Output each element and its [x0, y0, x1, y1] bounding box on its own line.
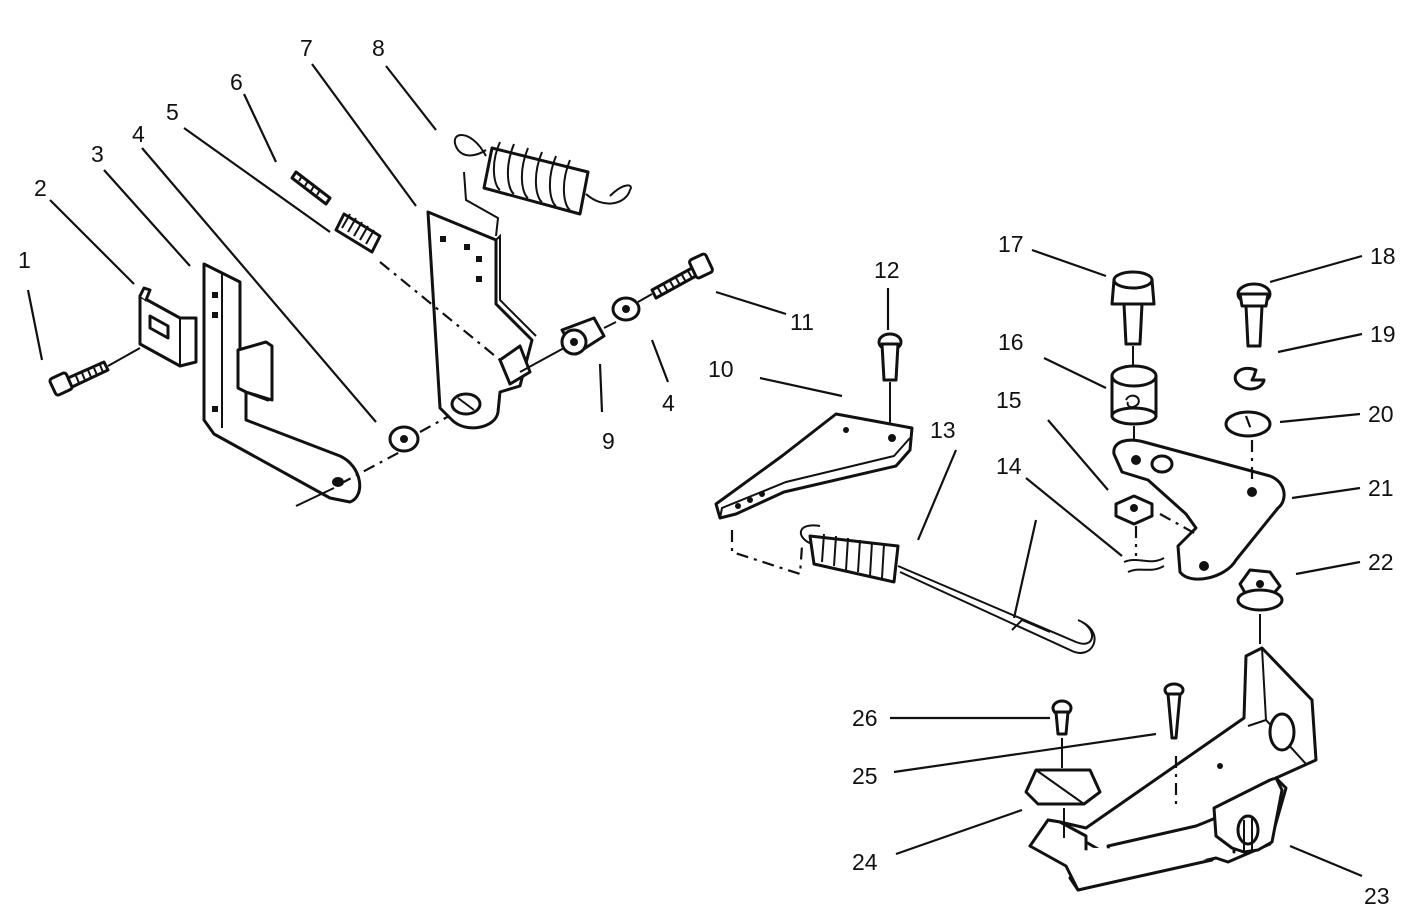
callout-3: 3	[91, 141, 104, 167]
part-6-bolt	[290, 170, 332, 206]
part-5-spring-small	[334, 212, 382, 254]
callout-17: 17	[998, 231, 1024, 257]
part-4-washer-right	[611, 296, 641, 322]
callout-24: 24	[852, 849, 878, 875]
callout-16: 16	[998, 329, 1024, 355]
part-15-nut	[1114, 494, 1154, 526]
part-25-screw	[1163, 682, 1185, 740]
part-12-pin	[877, 332, 903, 382]
part-22-nut	[1236, 568, 1284, 612]
part-17-bolt	[1110, 270, 1156, 346]
part-11-bolt	[650, 252, 714, 300]
callout-22: 22	[1368, 549, 1394, 575]
callout-18: 18	[1370, 243, 1396, 269]
part-16-spacer	[1110, 364, 1158, 426]
part-2-clip	[138, 286, 198, 368]
callout-23: 23	[1364, 883, 1390, 909]
callout-12: 12	[874, 257, 900, 283]
part-7-lever	[426, 210, 537, 430]
callout-labels: 1 2 3 4 5 6 7 8 9 4 11 10 12 13 14 15 16…	[18, 35, 1396, 909]
part-3-bracket	[202, 262, 362, 504]
callout-19: 19	[1370, 321, 1396, 347]
part-10-plate	[714, 412, 914, 520]
callout-11: 11	[790, 309, 814, 335]
callout-20: 20	[1368, 401, 1394, 427]
part-4-washer-left	[388, 425, 420, 453]
callout-9: 9	[602, 428, 615, 454]
part-26-pin	[1051, 699, 1073, 736]
callout-26: 26	[852, 705, 878, 731]
callout-2: 2	[34, 175, 47, 201]
part-18-bolt	[1236, 282, 1272, 348]
part-21-bracket	[1112, 438, 1286, 581]
part-23-base-bracket	[1028, 646, 1318, 892]
callout-10: 10	[708, 356, 734, 382]
callout-25: 25	[852, 763, 878, 789]
part-19-e-clip	[1233, 367, 1266, 391]
part-13-spring-rod	[800, 524, 1096, 654]
part-14-clip	[1123, 557, 1165, 573]
callout-7: 7	[300, 35, 313, 61]
callout-6: 6	[230, 69, 243, 95]
callout-5: 5	[166, 99, 179, 125]
part-1-screw	[48, 360, 110, 397]
callout-14: 14	[996, 453, 1022, 479]
callout-8: 8	[372, 35, 385, 61]
callout-1: 1	[18, 247, 31, 273]
callout-13: 13	[930, 417, 956, 443]
part-8-spring-large	[453, 134, 632, 237]
leader-lines	[26, 63, 1363, 878]
callout-15: 15	[996, 387, 1022, 413]
callout-21: 21	[1368, 475, 1394, 501]
part-24-clip-nut	[1024, 768, 1102, 806]
callout-4-right: 4	[662, 390, 675, 416]
part-20-washer	[1224, 410, 1272, 438]
part-9-spacer	[560, 316, 606, 356]
callout-4-left: 4	[132, 121, 145, 147]
